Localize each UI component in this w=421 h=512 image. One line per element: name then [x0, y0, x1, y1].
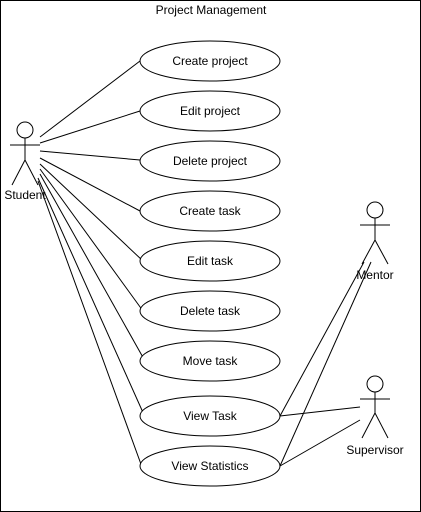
- association-mentor-view-task: [279, 261, 365, 417]
- use-case-move-task: Move task: [139, 340, 281, 382]
- actor-right-leg: [374, 412, 389, 439]
- actor-supervisor: Supervisor: [346, 375, 404, 457]
- association-student-create-project: [39, 60, 141, 138]
- stick-figure-icon: [360, 375, 390, 439]
- use-case-label: Edit project: [180, 104, 241, 118]
- stick-figure-icon: [360, 201, 390, 265]
- use-case-label: View Task: [183, 409, 238, 423]
- actor-left-leg: [361, 412, 376, 439]
- use-case-shape: [139, 395, 281, 437]
- actor-label: Student: [4, 188, 46, 202]
- use-case-label: View Statistics: [171, 459, 248, 473]
- association-student-delete-task: [39, 168, 144, 312]
- use-case-shape: [139, 140, 281, 182]
- use-case-shape: [139, 240, 281, 282]
- association-supervisor-view-statistics: [279, 419, 361, 467]
- stick-figure-icon: [10, 121, 40, 186]
- use-case-delete-task: Delete task: [139, 290, 281, 332]
- use-case-shape: [139, 445, 281, 487]
- use-case-label: Delete task: [180, 304, 241, 318]
- association-student-move-task: [39, 173, 146, 362]
- use-case-label: Move task: [183, 354, 239, 368]
- actor-right-leg: [374, 239, 389, 265]
- actor-label: Supervisor: [346, 443, 403, 457]
- association-student-edit-task: [39, 163, 144, 262]
- use-case-label: Edit task: [187, 254, 234, 268]
- use-case-view-statistics: View Statistics: [139, 445, 281, 487]
- system-title: Project Management: [156, 3, 267, 17]
- use-case-edit-task: Edit task: [139, 240, 281, 282]
- association-mentor-view-statistics: [279, 261, 372, 467]
- use-case-create-project: Create project: [139, 40, 281, 82]
- actor-mentor: Mentor: [356, 201, 394, 282]
- association-student-create-task: [39, 157, 141, 212]
- association-student-view-statistics: [37, 180, 143, 468]
- use-case-shape: [139, 340, 281, 382]
- use-case-label: Create project: [172, 54, 248, 68]
- actor-left-leg: [361, 239, 376, 265]
- use-case-label: Delete project: [173, 154, 248, 168]
- use-case-edit-project: Edit project: [139, 90, 281, 132]
- use-case-shape: [139, 190, 281, 232]
- association-supervisor-view-task: [279, 406, 361, 417]
- actor-label: Mentor: [356, 268, 393, 282]
- actor-student: Student: [4, 121, 46, 202]
- association-student-view-task: [37, 177, 146, 418]
- use-case-create-task: Create task: [139, 190, 281, 232]
- use-case-shape: [139, 40, 281, 82]
- association-student-delete-project: [39, 150, 141, 161]
- actor-left-leg: [11, 159, 26, 186]
- use-case-shape: [139, 90, 281, 132]
- use-case-shape: [139, 290, 281, 332]
- use-case-label: Create task: [179, 204, 241, 218]
- use-case-delete-project: Delete project: [139, 140, 281, 182]
- actor-right-leg: [24, 159, 39, 186]
- use-case-view-task: View Task: [139, 395, 281, 437]
- association-student-edit-project: [39, 110, 141, 144]
